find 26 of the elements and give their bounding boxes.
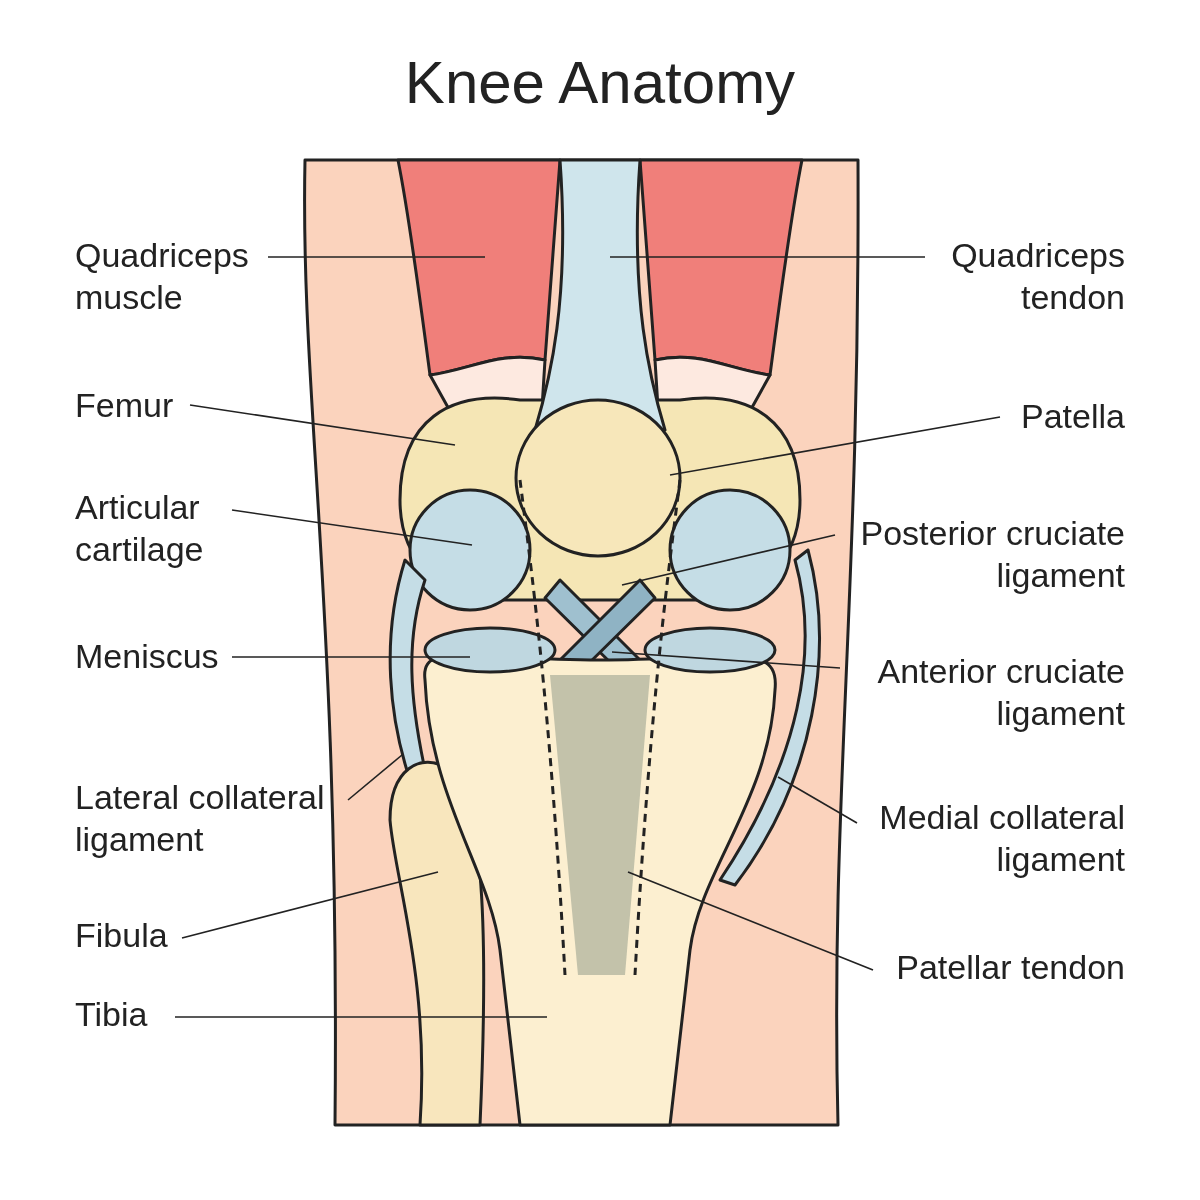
leader-line <box>611 651 841 669</box>
leader-line <box>669 416 1001 476</box>
part-label: Femur <box>75 384 195 426</box>
part-label: Patellar tendon <box>875 946 1125 988</box>
leader-line <box>267 256 486 258</box>
leader-line <box>189 404 456 446</box>
leader-line <box>621 534 836 586</box>
part-label: Posterior cruciate ligament <box>845 512 1125 596</box>
title: Knee Anatomy <box>403 48 797 117</box>
part-label: Lateral collateral ligament <box>75 776 345 860</box>
leader-line <box>231 656 471 658</box>
part-label: Fibula <box>75 914 185 956</box>
leader-line <box>181 871 439 939</box>
part-label: Anterior cruciate ligament <box>855 650 1125 734</box>
part-label: Quadriceps muscle <box>75 234 275 318</box>
leader-line <box>609 256 926 258</box>
leader-line <box>627 871 874 971</box>
leader-line <box>231 509 473 546</box>
part-label: Meniscus <box>75 635 235 677</box>
part-label: Articular cartilage <box>75 486 245 570</box>
part-label: Medial collateral ligament <box>860 796 1125 880</box>
leader-line <box>174 1016 548 1018</box>
leader-line <box>347 754 403 801</box>
part-label: Tibia <box>75 993 175 1035</box>
part-label: Patella <box>995 395 1125 437</box>
part-label: Quadriceps tendon <box>925 234 1125 318</box>
